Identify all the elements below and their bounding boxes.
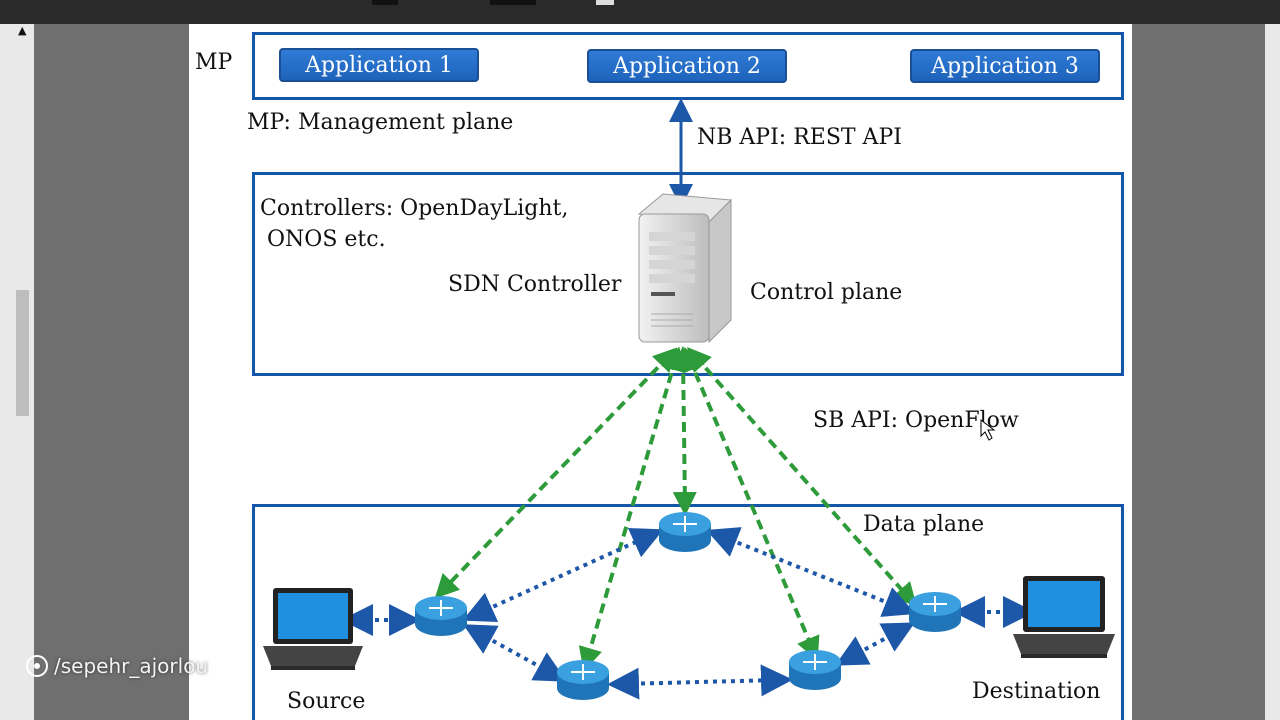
destination-laptop-icon bbox=[1013, 576, 1115, 658]
scroll-up-icon[interactable]: ▲ bbox=[18, 24, 27, 37]
source-label: Source bbox=[287, 689, 366, 714]
openflow-link bbox=[671, 346, 697, 516]
data-link bbox=[607, 664, 793, 700]
toolbar-chip bbox=[372, 0, 398, 5]
reel-icon bbox=[26, 655, 48, 677]
router-icon bbox=[557, 660, 609, 700]
mp-description: MP: Management plane bbox=[247, 110, 514, 135]
router-icon bbox=[909, 592, 961, 632]
toolbar-chip bbox=[490, 0, 536, 5]
source-laptop-icon bbox=[263, 588, 363, 670]
controllers-text-line2: ONOS etc. bbox=[267, 227, 386, 252]
sdn-diagram-graphics bbox=[263, 98, 1115, 700]
right-scrollbar[interactable] bbox=[1265, 24, 1280, 720]
server-icon bbox=[637, 193, 733, 344]
sdn-controller-label: SDN Controller bbox=[448, 272, 622, 297]
window-top-bar bbox=[0, 0, 1280, 24]
openflow-link bbox=[578, 346, 685, 672]
toolbar-icon[interactable] bbox=[596, 0, 614, 5]
application-2-box: Application 2 bbox=[587, 49, 787, 83]
openflow-link bbox=[434, 347, 678, 599]
controllers-text-line1: Controllers: OpenDayLight, bbox=[260, 196, 569, 221]
application-3-box: Application 3 bbox=[910, 49, 1100, 83]
openflow-link bbox=[682, 346, 820, 662]
watermark: /sepehr_ajorlou bbox=[26, 654, 208, 678]
document-page: MP Application 1 Application 2 Applicati… bbox=[189, 24, 1132, 720]
control-plane-label: Control plane bbox=[750, 280, 903, 305]
destination-label: Destination bbox=[972, 679, 1101, 704]
watermark-text: /sepehr_ajorlou bbox=[54, 654, 209, 678]
sb-api-value: OpenFlow bbox=[905, 408, 1019, 433]
data-link bbox=[834, 622, 916, 666]
data-link bbox=[462, 528, 664, 622]
router-icon bbox=[415, 596, 467, 636]
router-icon bbox=[789, 650, 841, 690]
viewer-background-right bbox=[1132, 24, 1265, 720]
mouse-cursor-icon bbox=[980, 418, 996, 441]
data-link bbox=[706, 527, 916, 617]
viewer-background-left bbox=[34, 24, 189, 720]
data-link bbox=[462, 624, 568, 682]
nb-api-label: NB API: REST API bbox=[697, 125, 902, 150]
mp-label: MP bbox=[195, 50, 233, 75]
openflow-link bbox=[687, 347, 917, 607]
router-icon bbox=[659, 512, 711, 552]
scrollbar-thumb[interactable] bbox=[16, 290, 29, 416]
application-1-box: Application 1 bbox=[279, 48, 479, 82]
